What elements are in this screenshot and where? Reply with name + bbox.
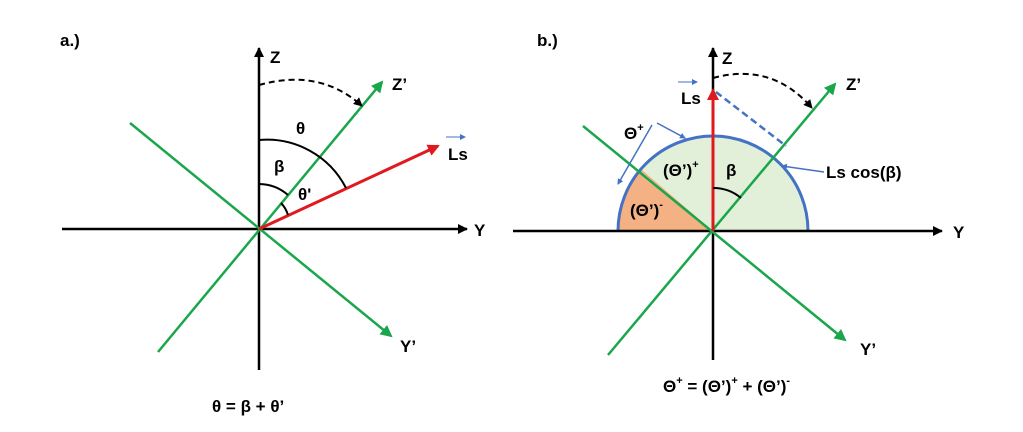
- theta-prime-minus-label: (Θ’)-: [630, 199, 663, 220]
- z-prime-axis-label: Z’: [392, 75, 407, 94]
- region-theta-prime-plus: [641, 135, 808, 231]
- projection-dashed-line: [715, 91, 787, 147]
- ls-vector-label: Ls: [448, 145, 468, 164]
- beta-label: β: [274, 157, 284, 176]
- beta-arc: [712, 186, 742, 199]
- z-prime-axis: [157, 80, 384, 353]
- projection-label: Ls cos(β): [826, 163, 902, 182]
- ls-vector: [258, 144, 440, 231]
- y-prime-axis-label: Y’: [400, 337, 416, 356]
- panel-b-equation: Θ+ = (Θ’)+ + (Θ’)-: [663, 375, 790, 396]
- theta-prime-plus-label: (Θ’)+: [663, 159, 699, 180]
- panel-a: a.) Z Y Z’ Y’ Ls θ β θ' θ = β + θ’: [60, 31, 486, 416]
- panel-b-label: b.): [537, 31, 558, 50]
- panel-a-equation: θ = β + θ’: [212, 397, 284, 416]
- y-axis-label: Y: [474, 221, 486, 240]
- beta-arc: [258, 183, 289, 196]
- region-theta-prime-minus: [617, 169, 713, 231]
- z-axis-label: Z: [270, 48, 280, 67]
- rotation-arc: [712, 72, 813, 109]
- z-prime-axis-label: Z’: [846, 75, 861, 94]
- beta-label: β: [726, 161, 736, 180]
- callout-arrow-left: [617, 124, 653, 185]
- y-axis-label: Y: [953, 223, 965, 242]
- y-prime-axis-label: Y’: [860, 340, 876, 359]
- z-axis-label: Z: [722, 49, 732, 68]
- theta-arc: [258, 138, 347, 189]
- panel-b: b.) Z Y Z’ Y’ Ls β Θ+ (Θ’)+ (Θ’)- L: [513, 31, 965, 396]
- theta-label: θ: [296, 119, 305, 138]
- theta-prime-arc: [280, 202, 289, 216]
- panel-a-label: a.): [60, 31, 80, 50]
- z-prime-axis: [607, 82, 837, 356]
- callout-arrow-right: [656, 122, 686, 139]
- ls-vector-label: Ls: [681, 89, 701, 108]
- projection-pointer-arrow: [781, 163, 825, 173]
- theta-prime-label: θ': [298, 185, 311, 204]
- big-theta-plus-label: Θ+: [624, 122, 644, 143]
- rotation-arc: [258, 78, 363, 107]
- y-prime-axis: [582, 125, 847, 342]
